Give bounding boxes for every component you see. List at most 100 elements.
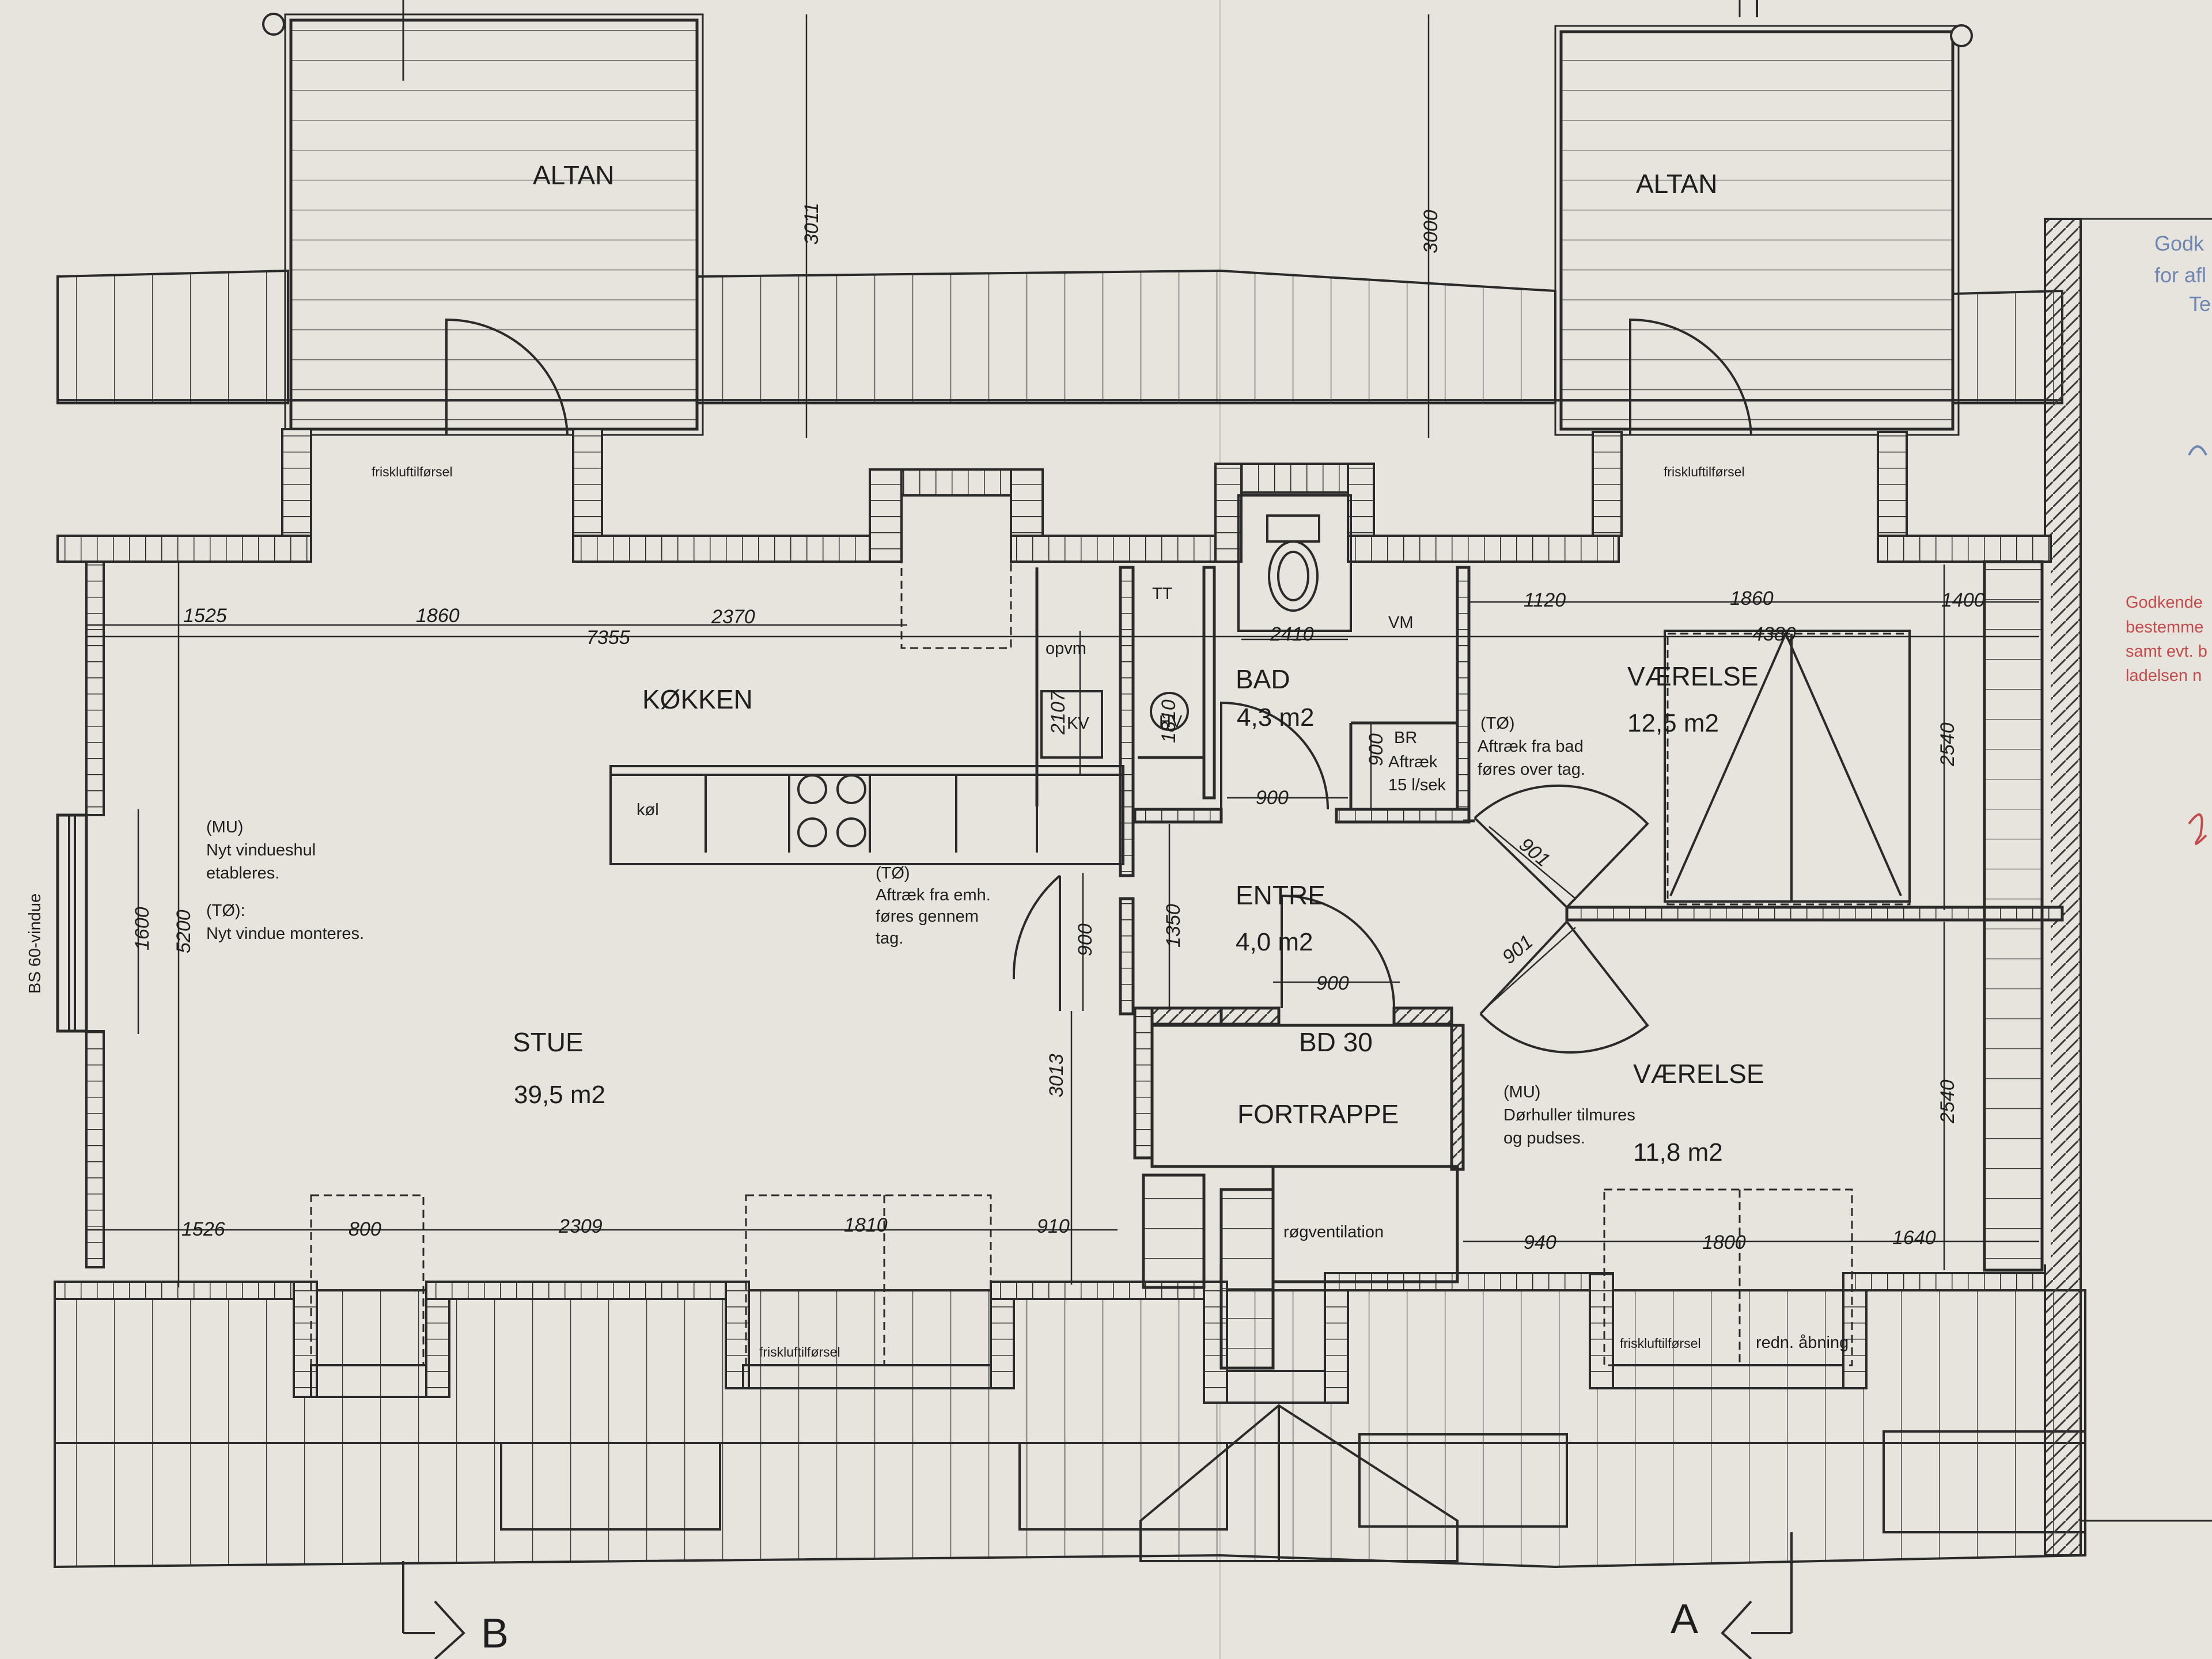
dim-900b: 900 — [1365, 733, 1387, 766]
note-mu-window-3: etableres. — [206, 864, 279, 882]
svg-text:for afl: for afl — [2154, 263, 2206, 287]
svg-text:Godk: Godk — [2154, 232, 2205, 255]
section-mark-a: A — [1671, 1596, 1698, 1642]
dim-1860b: 1860 — [1730, 588, 1774, 609]
dim-1400: 1400 — [1941, 589, 1985, 611]
note-frisk-3: friskluftilførsel — [759, 1344, 840, 1359]
dim-1860a: 1860 — [416, 605, 460, 627]
note-mu-door-3: og pudses. — [1503, 1129, 1585, 1147]
section-markers — [402, 0, 1793, 1659]
br-aftraek-label: Aftræk — [1388, 753, 1438, 771]
dim-1120: 1120 — [1524, 589, 1566, 611]
altan-left — [262, 0, 704, 436]
dim-1640: 1640 — [1892, 1227, 1936, 1249]
vaerelse-top-label: VÆRELSE — [1627, 661, 1759, 691]
note-to-hood-3: føres gennem — [876, 907, 979, 926]
note-to-hood-2: Aftræk fra emh. — [876, 886, 991, 904]
dim-900a: 900 — [1256, 787, 1289, 809]
section-mark-b: B — [481, 1611, 509, 1657]
kol-label: køl — [637, 801, 659, 819]
altan-right-label: ALTAN — [1636, 169, 1717, 199]
note-to-bath-1: (TØ) — [1480, 714, 1515, 733]
note-to-bath-3: føres over tag. — [1478, 760, 1585, 779]
note-frisk-2: friskluftilførsel — [1664, 464, 1745, 479]
dim-1600: 1600 — [131, 907, 153, 950]
fortrappe-label: FORTRAPPE — [1237, 1099, 1399, 1129]
vm-label: VM — [1388, 613, 1414, 632]
stue-area: 39,5 m2 — [514, 1081, 605, 1109]
note-redn: redn. åbning — [1756, 1334, 1849, 1352]
dim-900c: 900 — [1074, 923, 1096, 956]
dim-3000: 3000 — [1420, 210, 1442, 253]
dim-7355: 7355 — [586, 627, 630, 649]
opvm-label: opvm — [1046, 639, 1086, 658]
note-frisk-1: friskluftilførsel — [372, 464, 453, 479]
bd30-label: BD 30 — [1299, 1027, 1373, 1057]
svg-text:bestemme: bestemme — [2126, 618, 2203, 637]
note-rogventilation: røgventilation — [1283, 1223, 1384, 1241]
note-frisk-4: friskluftilførsel — [1620, 1336, 1701, 1351]
dim-2540b: 2540 — [1937, 1080, 1959, 1124]
vaerelse-top-area: 12,5 m2 — [1627, 709, 1719, 737]
dim-2370: 2370 — [711, 606, 755, 628]
dim-1350: 1350 — [1162, 904, 1184, 948]
dim-3011: 3011 — [801, 203, 823, 245]
dim-1525: 1525 — [183, 605, 227, 627]
kitchen-fixtures — [609, 690, 1189, 865]
br-flow-label: 15 l/sek — [1388, 776, 1446, 794]
dim-1810a: 1810 — [1158, 699, 1180, 743]
note-mu-window-1: (MU) — [206, 818, 243, 836]
note-to-window-2: Nyt vindue monteres. — [206, 925, 364, 943]
entre-label: ENTRE — [1236, 880, 1325, 910]
neighbour-wall — [2044, 218, 2082, 1556]
roof-bottom — [54, 1289, 2086, 1569]
dim-910: 910 — [1037, 1215, 1070, 1237]
stue-label: STUE — [513, 1027, 584, 1057]
dim-3013: 3013 — [1046, 1054, 1067, 1097]
note-mu-door-1: (MU) — [1503, 1083, 1540, 1101]
br-label: BR — [1394, 729, 1417, 747]
dim-1810b: 1810 — [844, 1214, 888, 1236]
dim-2410: 2410 — [1270, 623, 1314, 645]
altan-right — [1554, 0, 1973, 436]
vaerelse-bottom-label: VÆRELSE — [1633, 1059, 1764, 1089]
entre-area: 4,0 m2 — [1236, 928, 1313, 956]
dim-800: 800 — [349, 1218, 381, 1240]
bad-label: BAD — [1236, 664, 1290, 694]
note-mu-door-2: Dørhuller tilmures — [1503, 1106, 1635, 1124]
dim-1800: 1800 — [1702, 1232, 1746, 1253]
dimension-lines — [86, 14, 2039, 1287]
entrance-canopy — [1139, 1404, 1459, 1562]
dim-4380: 4380 — [1752, 623, 1796, 645]
kokken-label: KØKKEN — [642, 684, 753, 714]
hv-label: HV — [1159, 713, 1183, 731]
dim-940: 940 — [1524, 1232, 1556, 1253]
toilet — [1237, 494, 1352, 632]
bad-area: 4,3 m2 — [1237, 703, 1315, 732]
dim-2309: 2309 — [558, 1215, 603, 1237]
dim-5200: 5200 — [173, 910, 195, 953]
note-to-window-1: (TØ): — [206, 902, 245, 920]
kv-label: KV — [1067, 714, 1089, 733]
note-bs60: BS 60-vindue — [26, 893, 44, 994]
interior-walls — [1035, 560, 2064, 1370]
dim-2107: 2107 — [1047, 690, 1069, 735]
dim-1526: 1526 — [181, 1218, 225, 1240]
approval-stamp: Godk for afl Te Godkende bestemme samt e… — [2126, 232, 2211, 845]
outer-walls — [54, 428, 2052, 1404]
svg-text:ladelsen n: ladelsen n — [2126, 666, 2202, 685]
dashed-openings — [310, 494, 1911, 1366]
svg-text:Godkende: Godkende — [2126, 593, 2203, 612]
vaerelse-bottom-area: 11,8 m2 — [1633, 1138, 1723, 1166]
dim-900d: 900 — [1316, 972, 1349, 994]
svg-text:Te: Te — [2189, 292, 2211, 316]
note-to-hood-4: tag. — [876, 929, 903, 948]
dim-2540a: 2540 — [1937, 722, 1959, 767]
tt-label: TT — [1152, 585, 1173, 603]
bed — [1664, 630, 1911, 903]
note-to-bath-2: Aftræk fra bad — [1478, 737, 1584, 756]
svg-text:samt evt. b: samt evt. b — [2126, 642, 2207, 661]
altan-left-label: ALTAN — [533, 160, 614, 190]
note-mu-window-2: Nyt vindueshul — [206, 841, 316, 859]
